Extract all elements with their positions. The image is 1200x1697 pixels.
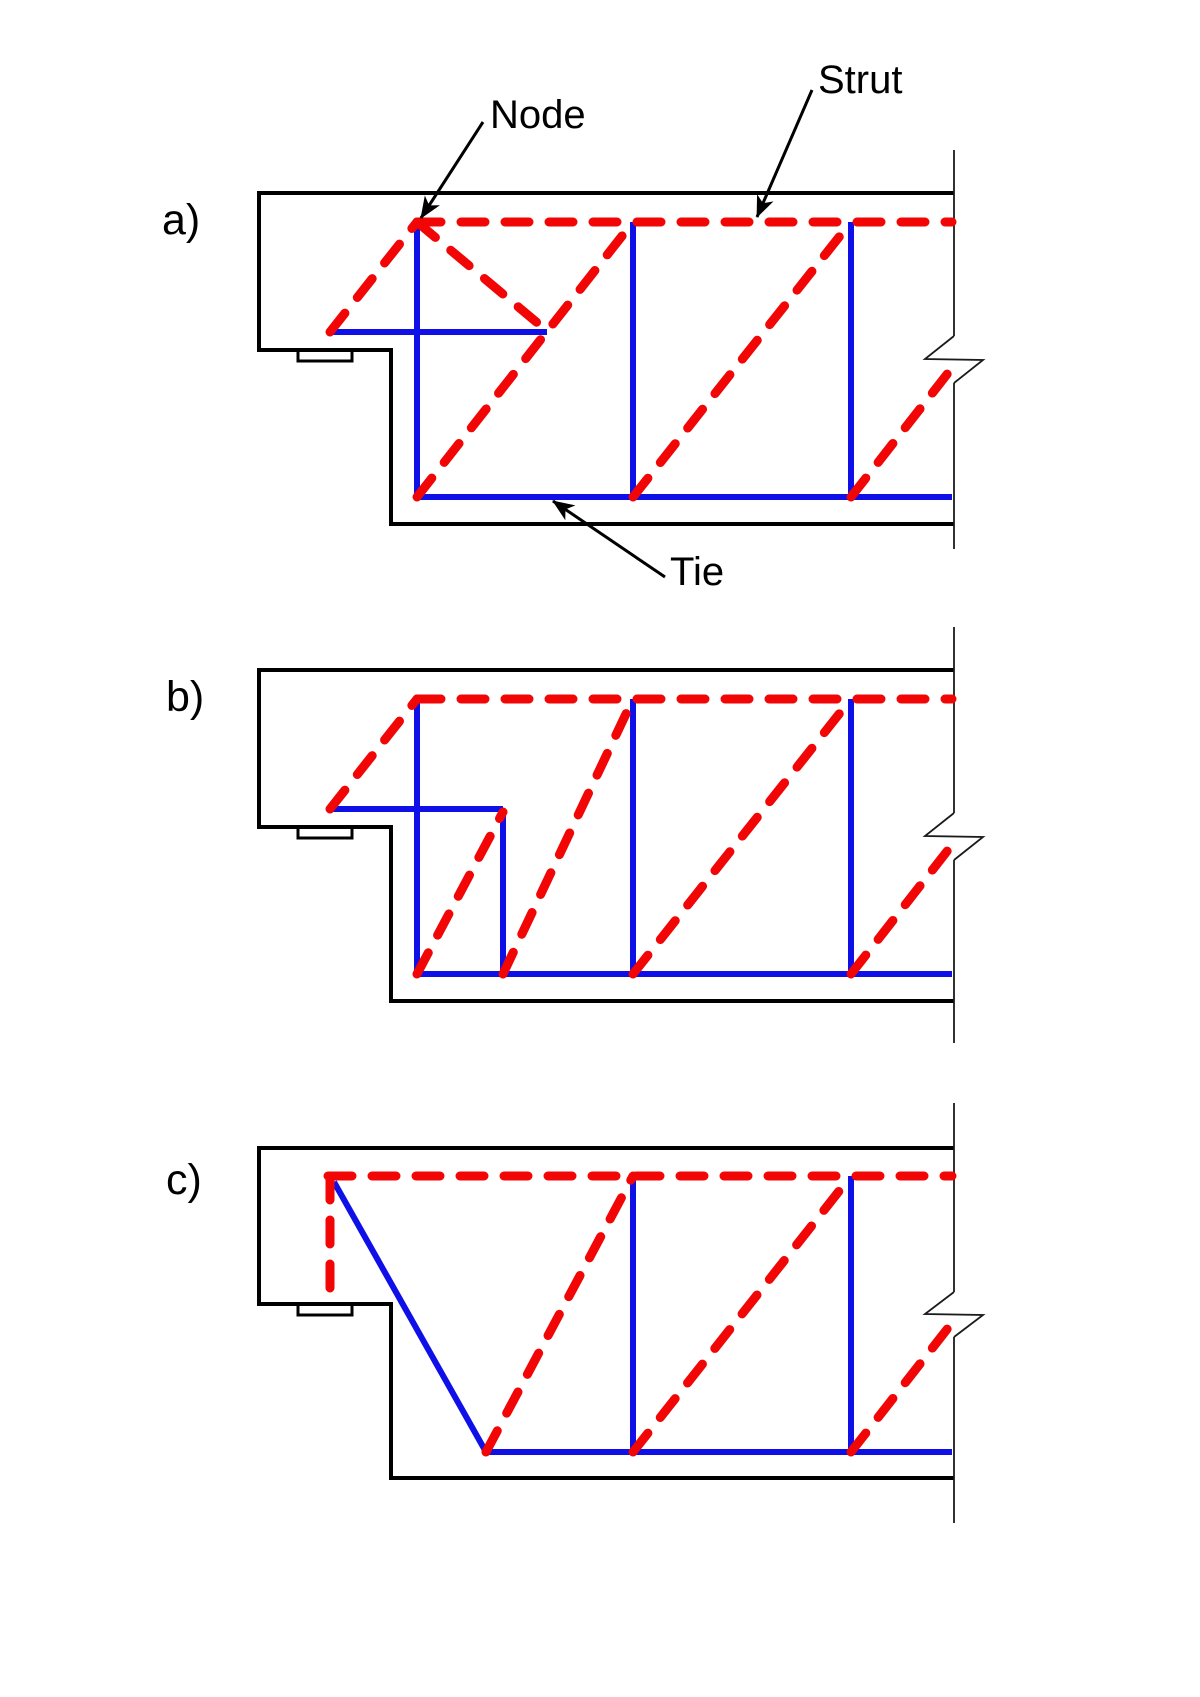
node-label: Node [490, 93, 586, 137]
strut-member [846, 1309, 964, 1457]
break-symbol [922, 1291, 986, 1338]
strut-member [846, 354, 964, 502]
strut-member [498, 694, 638, 979]
strut-member [628, 217, 856, 502]
node-leader-arrow [419, 121, 485, 219]
tie-leader-arrow [552, 499, 666, 579]
break-symbol [922, 812, 986, 861]
diagram-b-label: b) [166, 673, 204, 721]
strut-member [412, 217, 552, 336]
diagram-a [257, 150, 986, 549]
tie-member [331, 1180, 489, 1454]
strut-member [846, 831, 964, 979]
strut-member [325, 217, 422, 337]
diagram-b [257, 627, 986, 1043]
strut-leader-arrow [755, 89, 814, 218]
strut-member [412, 807, 508, 979]
diagrams-layer [257, 150, 986, 1523]
strut-member [481, 1171, 638, 1457]
labels-layer: a) b) c) Node Strut Tie [162, 58, 902, 1204]
strut-member [325, 694, 422, 814]
diagram-c-label: c) [166, 1156, 202, 1204]
strut-member [628, 694, 856, 979]
diagram-c [257, 1103, 986, 1523]
break-symbol [922, 335, 986, 384]
strut-member [628, 1171, 856, 1457]
bearing-pad [296, 825, 354, 840]
strut-member [412, 217, 638, 502]
tie-label: Tie [670, 550, 724, 594]
bearing-pad [296, 348, 354, 363]
diagram-a-label: a) [162, 196, 200, 244]
leaders-layer [419, 89, 814, 579]
bearing-pad [296, 1302, 354, 1317]
strut-label: Strut [818, 58, 902, 102]
